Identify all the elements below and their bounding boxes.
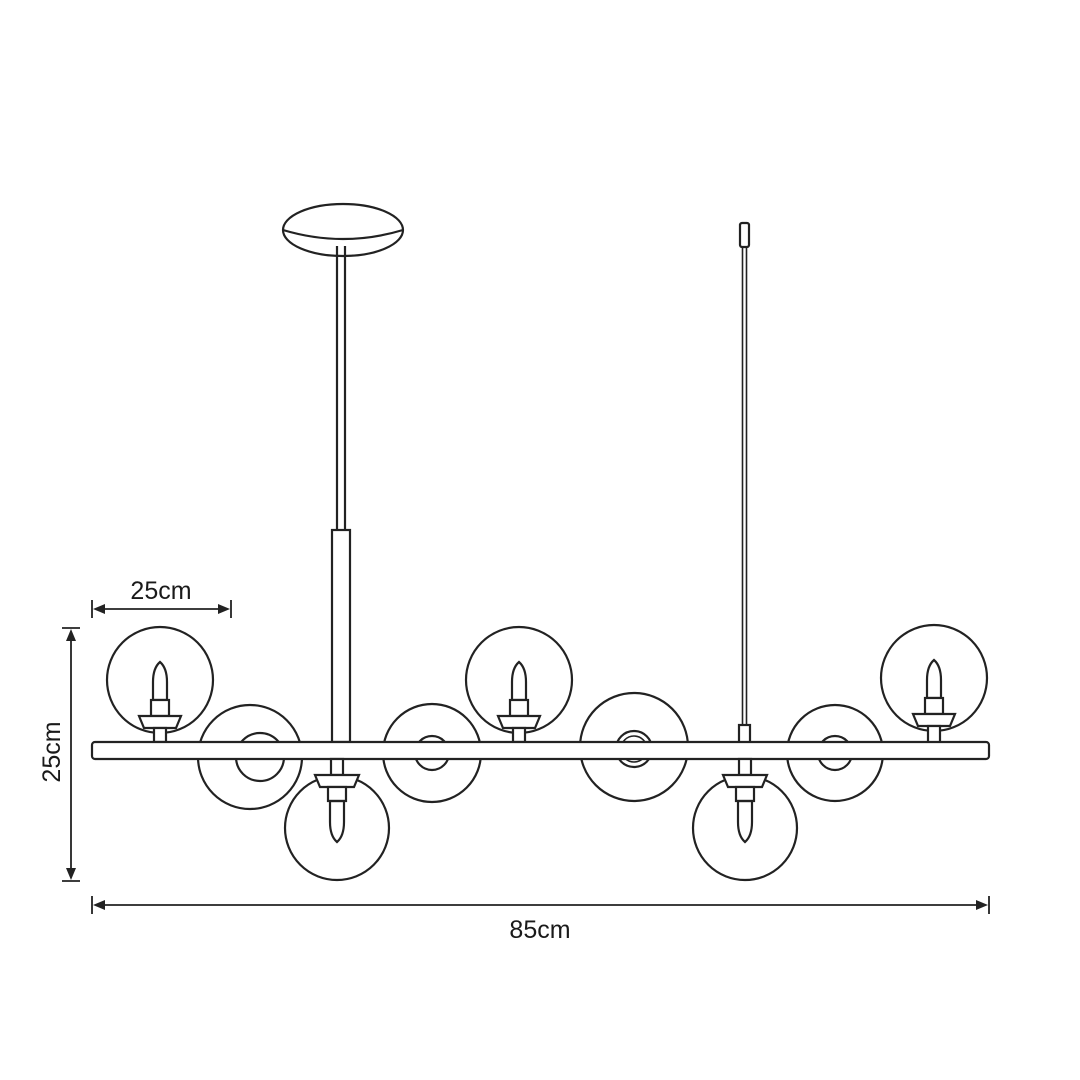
- total-width-dimension: 85cm: [91, 896, 990, 944]
- lower-globe-2: [691, 757, 799, 882]
- ceiling-canopy: [281, 202, 405, 258]
- height-label: 25cm: [38, 721, 66, 782]
- main-horizontal-bar: [90, 740, 991, 761]
- lower-globe-1: [283, 757, 391, 882]
- upper-globe-1: [105, 625, 215, 744]
- right-suspension-cable: [737, 221, 752, 745]
- globe-diameter-dimension: 25cm: [91, 577, 232, 618]
- globe-diameter-label: 25cm: [130, 577, 191, 605]
- height-dimension: 25cm: [38, 627, 80, 882]
- upper-globe-2: [464, 625, 574, 744]
- total-width-label: 85cm: [509, 916, 570, 944]
- left-suspension-rod: [330, 246, 352, 744]
- upper-globe-3: [879, 623, 989, 746]
